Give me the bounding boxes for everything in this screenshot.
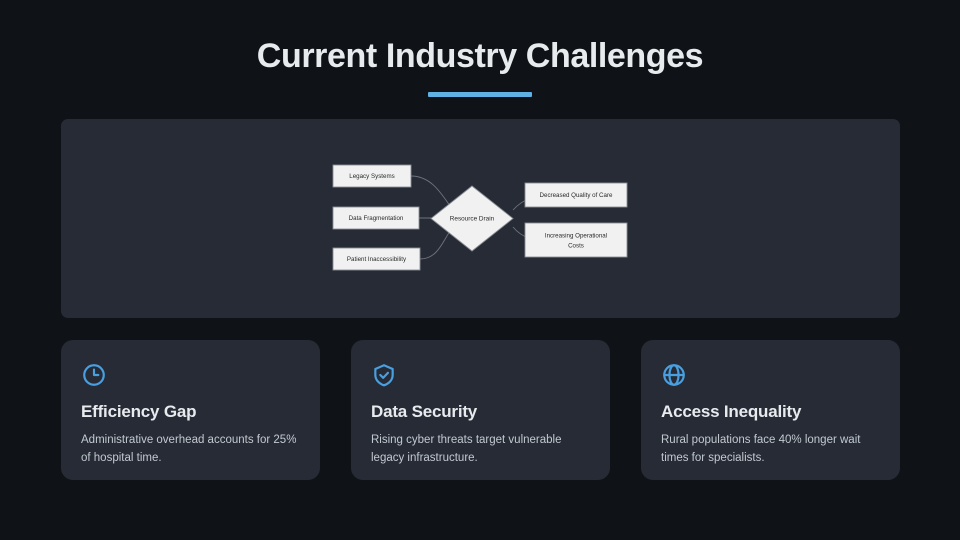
diagram-panel: Legacy Systems Data Fragmentation Patien… <box>61 119 900 318</box>
diagram-node-patient-inaccessibility-label: Patient Inaccessibility <box>347 256 407 263</box>
edge-legacy-to-drain <box>410 175 454 211</box>
shield-check-icon <box>374 364 394 387</box>
diagram-node-increasing-costs[interactable] <box>524 222 628 258</box>
globe-icon <box>663 364 685 386</box>
diagram-node-resource-drain[interactable] <box>430 185 514 252</box>
diagram-node-resource-drain-label: Resource Drain <box>450 216 495 223</box>
feature-card-list: Efficiency Gap Administrative overhead a… <box>61 340 900 480</box>
diagram-node-legacy-systems[interactable] <box>332 164 412 188</box>
diagram-node-data-fragmentation[interactable] <box>332 206 420 230</box>
card-data-security[interactable]: Data Security Rising cyber threats targe… <box>351 340 610 480</box>
clock-icon <box>83 364 105 386</box>
card-access-inequality-title: Access Inequality <box>661 402 802 421</box>
card-efficiency-gap-description: Administrative overhead accounts for 25%… <box>81 434 297 464</box>
title-accent-underline <box>428 92 532 97</box>
diagram-node-increasing-costs-label: Increasing Operational <box>545 233 607 240</box>
card-efficiency-gap[interactable]: Efficiency Gap Administrative overhead a… <box>61 340 320 480</box>
card-access-inequality[interactable]: Access Inequality Rural populations face… <box>641 340 900 480</box>
flowchart-diagram: Legacy Systems Data Fragmentation Patien… <box>332 164 628 271</box>
diagram-node-decreased-quality[interactable] <box>524 182 628 208</box>
title-block: Current Industry Challenges <box>0 34 960 97</box>
card-efficiency-gap-title: Efficiency Gap <box>81 402 197 421</box>
page-title: Current Industry Challenges <box>256 37 704 75</box>
card-data-security-description: Rising cyber threats target vulnerable l… <box>371 434 562 464</box>
card-data-security-title: Data Security <box>371 402 478 421</box>
diagram-node-increasing-costs-label-line2: Costs <box>568 243 584 250</box>
diagram-node-patient-inaccessibility[interactable] <box>332 247 421 271</box>
diagram-node-legacy-systems-label: Legacy Systems <box>349 173 394 180</box>
diagram-node-decreased-quality-label: Decreased Quality of Care <box>540 192 613 199</box>
card-access-inequality-description: Rural populations face 40% longer wait t… <box>661 434 861 464</box>
diagram-node-data-fragmentation-label: Data Fragmentation <box>349 215 404 222</box>
